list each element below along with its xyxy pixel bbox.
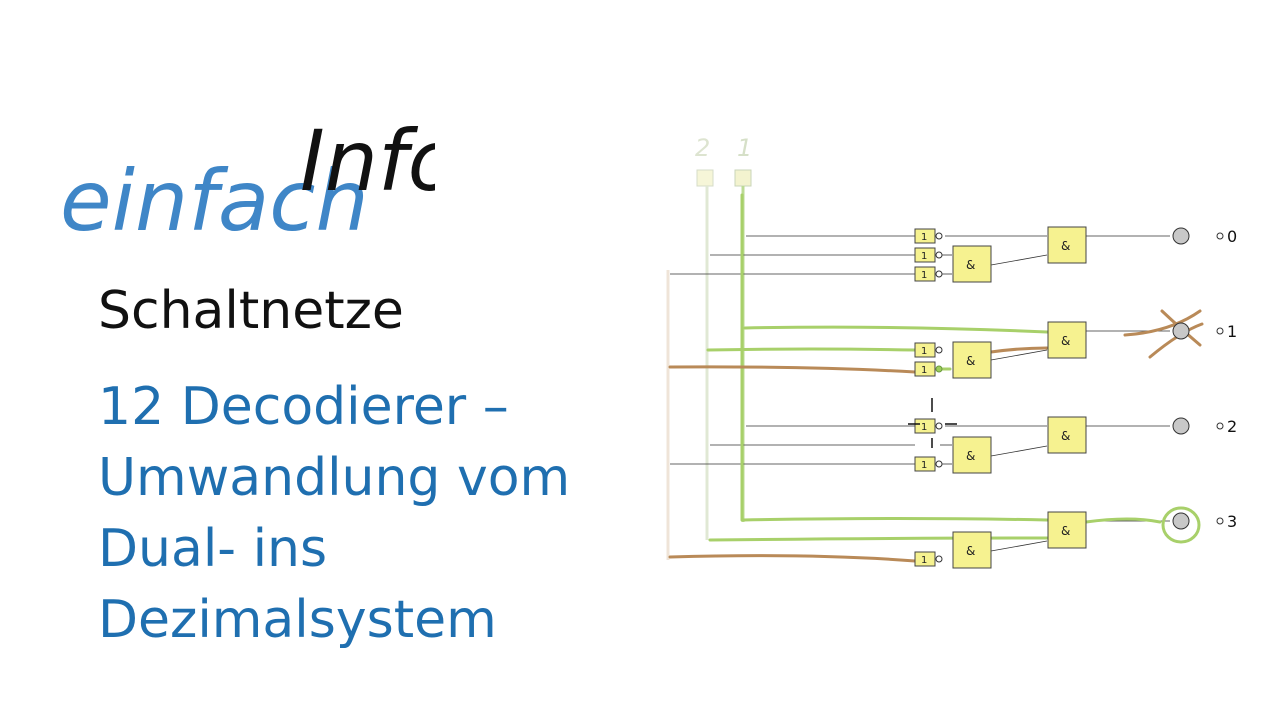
cursor-crosshair <box>908 398 957 448</box>
input-switch-2 <box>696 169 714 187</box>
not-gate: 1 <box>914 247 943 263</box>
svg-text:1: 1 <box>921 232 927 243</box>
svg-text:&: & <box>966 354 975 368</box>
not-gate: 1 <box>914 266 943 282</box>
input-switch-1 <box>734 169 752 187</box>
signal-wires <box>670 235 1170 552</box>
page-title: Schaltnetze <box>98 281 404 341</box>
einfachinfo-logo: einfach Info <box>60 112 435 250</box>
svg-text:&: & <box>1061 524 1070 538</box>
logo-text-einfach: einfach <box>60 152 369 250</box>
output-label-0: 0 <box>1227 227 1237 246</box>
svg-text:1: 1 <box>921 365 927 376</box>
outputs: 0 1 2 3 <box>1172 227 1237 531</box>
svg-text:&: & <box>966 258 975 272</box>
not-gate: 1 <box>914 456 943 472</box>
svg-text:&: & <box>1061 239 1070 253</box>
not-gate: 1 <box>914 361 943 377</box>
output-label-1: 1 <box>1227 322 1237 341</box>
and-gate: & <box>952 531 992 569</box>
input-bus-lines <box>666 186 745 560</box>
not-gates: 1 1 1 1 1 1 1 1 <box>914 228 943 567</box>
and-gate: & <box>952 341 992 379</box>
svg-text:1: 1 <box>921 251 927 262</box>
not-gate: 1 <box>914 342 943 358</box>
svg-text:1: 1 <box>921 270 927 281</box>
output-lamp-2: 2 <box>1172 417 1237 436</box>
svg-text:&: & <box>1061 334 1070 348</box>
and-gate: & <box>952 245 992 283</box>
logo-text-info: Info <box>300 112 435 210</box>
svg-text:&: & <box>966 544 975 558</box>
subtitle-line-4: Dezimalsystem <box>98 590 497 650</box>
svg-text:1: 1 <box>921 460 927 471</box>
subtitle-line-2: Umwandlung vom <box>98 448 571 508</box>
svg-text:&: & <box>966 449 975 463</box>
svg-text:1: 1 <box>921 555 927 566</box>
and-gate: & <box>1047 321 1087 359</box>
input-label-2: 2 <box>695 134 710 162</box>
decoder-circuit-diagram: 2 1 <box>666 134 1237 569</box>
input-label-1: 1 <box>737 134 752 162</box>
not-gate: 1 <box>914 228 943 244</box>
and-gate: & <box>1047 226 1087 264</box>
output-lamp-1: 1 <box>1172 322 1237 341</box>
and-gate: & <box>952 436 992 474</box>
and-gate: & <box>1047 511 1087 549</box>
output-label-2: 2 <box>1227 417 1237 436</box>
page-subtitle: 12 Decodierer – Umwandlung vom Dual- ins… <box>98 372 658 656</box>
and-gates-stage-2: & & & & <box>1047 226 1087 549</box>
svg-text:1: 1 <box>921 422 927 433</box>
output-lamp-3: 3 <box>1172 512 1237 531</box>
not-gate: 1 <box>914 418 943 434</box>
subtitle-line-1: 12 Decodierer – <box>98 377 509 437</box>
subtitle-line-3: Dual- ins <box>98 519 328 579</box>
output-label-3: 3 <box>1227 512 1237 531</box>
not-gate: 1 <box>914 551 943 567</box>
highlight-green-wires <box>706 193 1201 544</box>
svg-text:1: 1 <box>921 346 927 357</box>
and-gate: & <box>1047 416 1087 454</box>
and-gates-stage-1: & & & & <box>952 245 992 569</box>
output-lamp-0: 0 <box>1172 227 1237 246</box>
svg-text:&: & <box>1061 429 1070 443</box>
